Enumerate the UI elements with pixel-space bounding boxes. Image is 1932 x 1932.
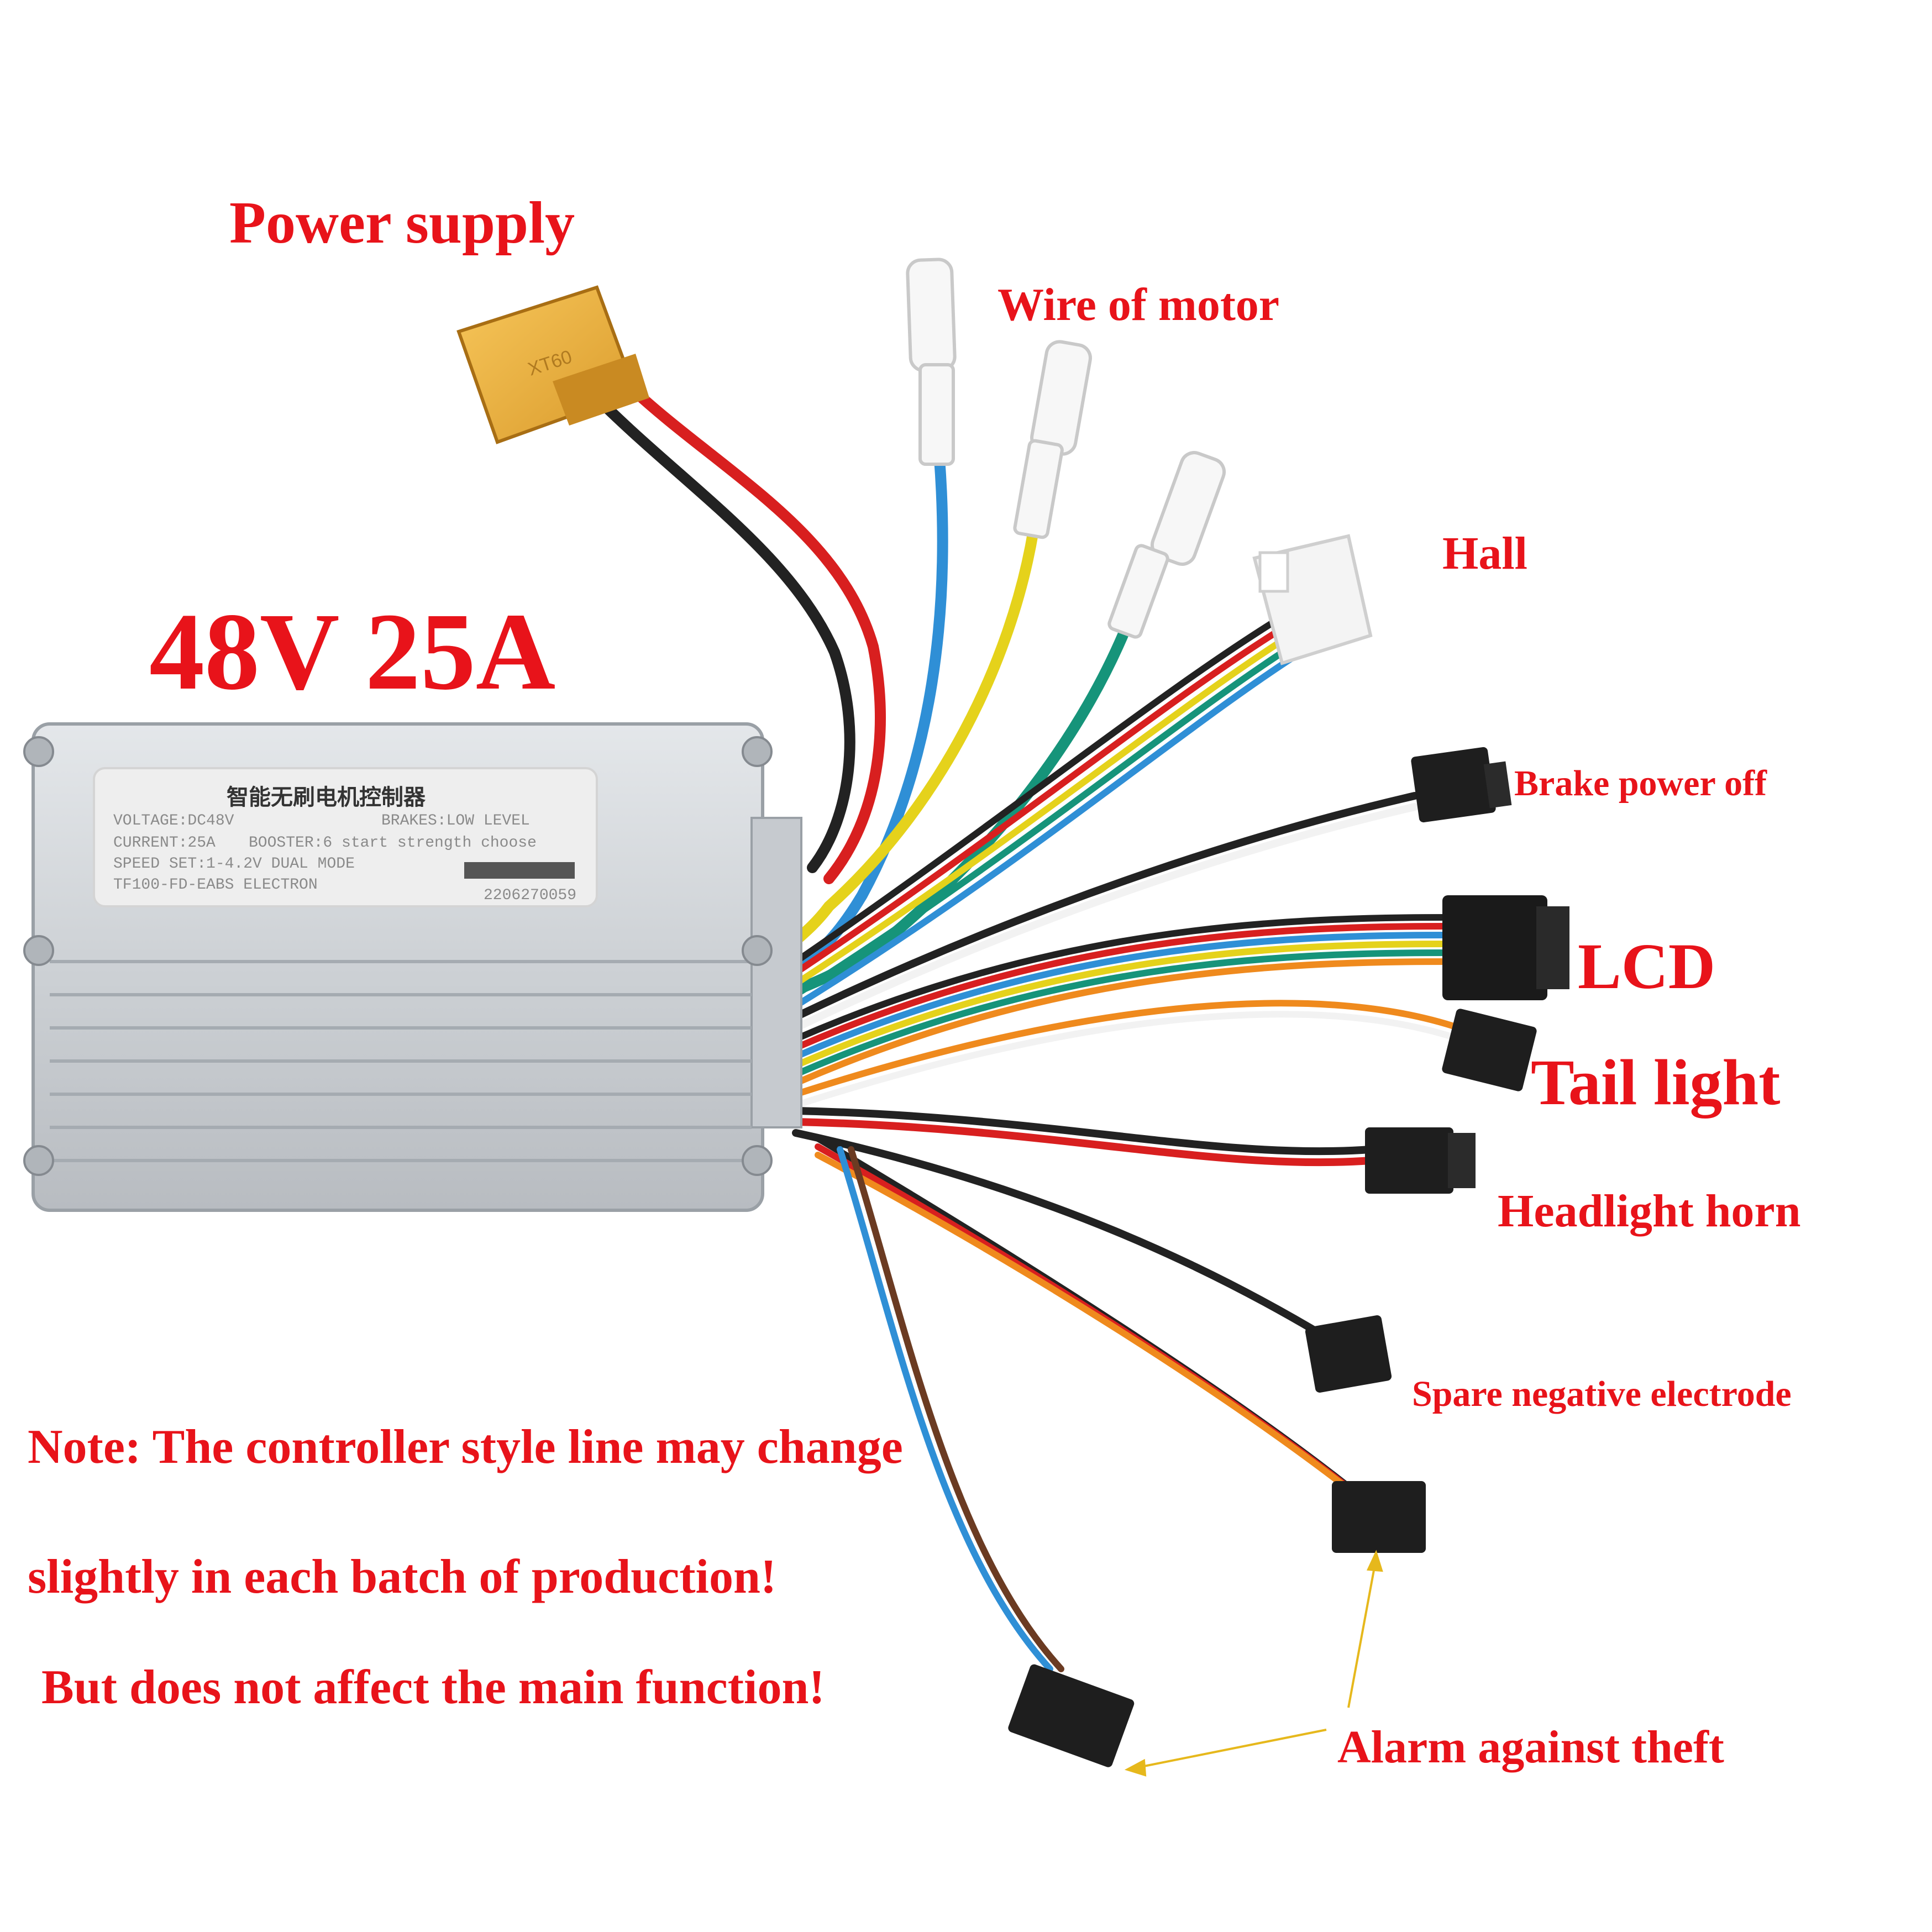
label-spare-negative-electrode: Spare negative electrode (1412, 1374, 1792, 1414)
brake-connector (1411, 747, 1512, 823)
label-alarm-against-theft: Alarm against theft (1337, 1721, 1724, 1773)
label-headlight-horn: Headlight horn (1498, 1185, 1801, 1237)
plate-title: 智能无刷电机控制器 (227, 785, 426, 810)
spare-wires (792, 1129, 1330, 1341)
hall-wires (792, 610, 1313, 1009)
label-lcd: LCD (1578, 930, 1716, 1002)
label-brake-power-off: Brake power off (1514, 763, 1767, 804)
hall-connector (1252, 534, 1373, 665)
plate-speed: SPEED SET:1-4.2V DUAL MODE (113, 855, 355, 873)
plate-current: CURRENT:25A (113, 834, 216, 852)
note-line-1: Note: The controller style line may chan… (28, 1420, 903, 1474)
label-power-supply: Power supply (229, 190, 575, 256)
brake-wires (792, 792, 1419, 1032)
motor-wires (779, 453, 1133, 1000)
lcd-wires (792, 914, 1451, 1086)
headlight-connector (1365, 1127, 1476, 1194)
tail-wires (792, 1000, 1462, 1109)
label-wire-of-motor: Wire of motor (998, 279, 1280, 330)
plate-brakes: BRAKES:LOW LEVEL (381, 812, 530, 830)
tail-light-connector (1442, 1009, 1537, 1091)
note-line-3: But does not affect the main function! (41, 1661, 825, 1714)
lcd-connector (1442, 895, 1569, 1000)
xt60-connector: XT60 (456, 285, 649, 444)
label-hall: Hall (1442, 528, 1528, 579)
power-wires (591, 381, 886, 884)
plate-serial: 2206270059 (484, 887, 577, 904)
note-line-2: slightly in each batch of production! (28, 1550, 777, 1604)
spare-connector (1305, 1315, 1392, 1393)
plate-voltage: VOLTAGE:DC48V (113, 812, 234, 830)
headlight-wires (792, 1107, 1374, 1167)
plate-model: TF100-FD-EABS ELECTRON (113, 876, 318, 894)
alarm-wires (815, 1135, 1363, 1672)
barcode (464, 862, 575, 879)
label-rating: 48V 25A (149, 591, 556, 713)
label-tail-light: Tail light (1531, 1046, 1781, 1119)
alarm-connectors (1008, 1481, 1426, 1767)
motor-terminals (906, 258, 1226, 639)
controller-housing (23, 722, 802, 1212)
alarm-arrows (1124, 1550, 1383, 1777)
plate-booster: BOOSTER:6 start strength choose (249, 834, 537, 852)
